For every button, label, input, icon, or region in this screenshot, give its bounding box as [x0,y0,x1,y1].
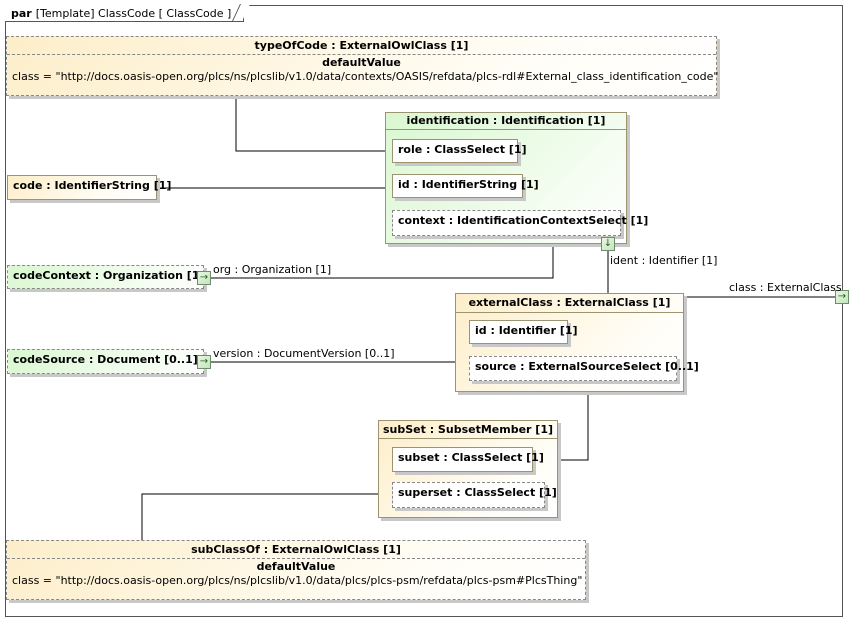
codecontext-title: codeContext : Organization [1] [13,269,205,282]
subclassof-default-value: class = "http://docs.oasis-open.org/plcs… [12,574,583,587]
typeofcode-block[interactable]: typeOfCode : ExternalOwlClass [1] defaul… [6,36,719,96]
typeofcode-title: typeOfCode : ExternalOwlClass [1] [254,39,469,52]
identification-role-part[interactable]: role : ClassSelect [1] [392,139,527,163]
port-ident-arrow-icon[interactable]: ↓ [601,237,615,251]
externalclass-source-label: source : ExternalSourceSelect [0..1] [475,360,699,373]
code-title: code : IdentifierString [1] [13,179,172,192]
subset-subset-label: subset : ClassSelect [1] [398,451,544,464]
subset-superset-part[interactable]: superset : ClassSelect [1] [392,482,557,508]
externalclass-id-label: id : Identifier [1] [475,324,578,337]
frame-kind: par [11,7,32,20]
port-ident-label: ident : Identifier [1] [610,254,718,267]
codesource-block[interactable]: codeSource : Document [0..1] [7,349,204,374]
port-version-arrow-icon[interactable]: → [197,355,211,369]
subclassof-block[interactable]: subClassOf : ExternalOwlClass [1] defaul… [6,540,586,600]
identification-id-part[interactable]: id : IdentifierString [1] [392,174,539,198]
identification-title: identification : Identification [1] [386,113,626,130]
code-block[interactable]: code : IdentifierString [1] [7,175,171,200]
externalclass-title: externalClass : ExternalClass [1] [456,294,683,313]
externalclass-source-part[interactable]: source : ExternalSourceSelect [0..1] [469,356,699,381]
subclassof-default-heading: defaultValue [256,560,336,573]
externalclass-id-part[interactable]: id : Identifier [1] [469,320,578,344]
identification-id-label: id : IdentifierString [1] [398,178,539,191]
port-class-arrow-icon[interactable]: → [835,290,849,304]
diagram-frame [5,5,843,617]
identification-context-part[interactable]: context : IdentificationContextSelect [1… [392,210,648,236]
frame-title: [Template] ClassCode [ ClassCode ] [35,7,232,20]
subset-subset-part[interactable]: subset : ClassSelect [1] [392,447,544,472]
typeofcode-default-heading: defaultValue [322,56,401,69]
frame-title-tab: par[Template] ClassCode [ ClassCode ] [5,5,245,22]
port-class-label: class : ExternalClass [729,281,842,294]
port-org-label: org : Organization [1] [213,263,332,276]
typeofcode-default-value: class = "http://docs.oasis-open.org/plcs… [12,70,719,83]
port-org-arrow-icon[interactable]: → [197,271,211,285]
identification-role-label: role : ClassSelect [1] [398,143,527,156]
subset-superset-label: superset : ClassSelect [1] [398,486,557,499]
codecontext-block[interactable]: codeContext : Organization [1] [7,265,204,289]
identification-context-label: context : IdentificationContextSelect [1… [398,214,649,227]
subclassof-title: subClassOf : ExternalOwlClass [1] [191,543,401,556]
port-version-label: version : DocumentVersion [0..1] [213,347,395,360]
codesource-title: codeSource : Document [0..1] [13,353,198,366]
subset-title: subSet : SubsetMember [1] [379,421,557,439]
